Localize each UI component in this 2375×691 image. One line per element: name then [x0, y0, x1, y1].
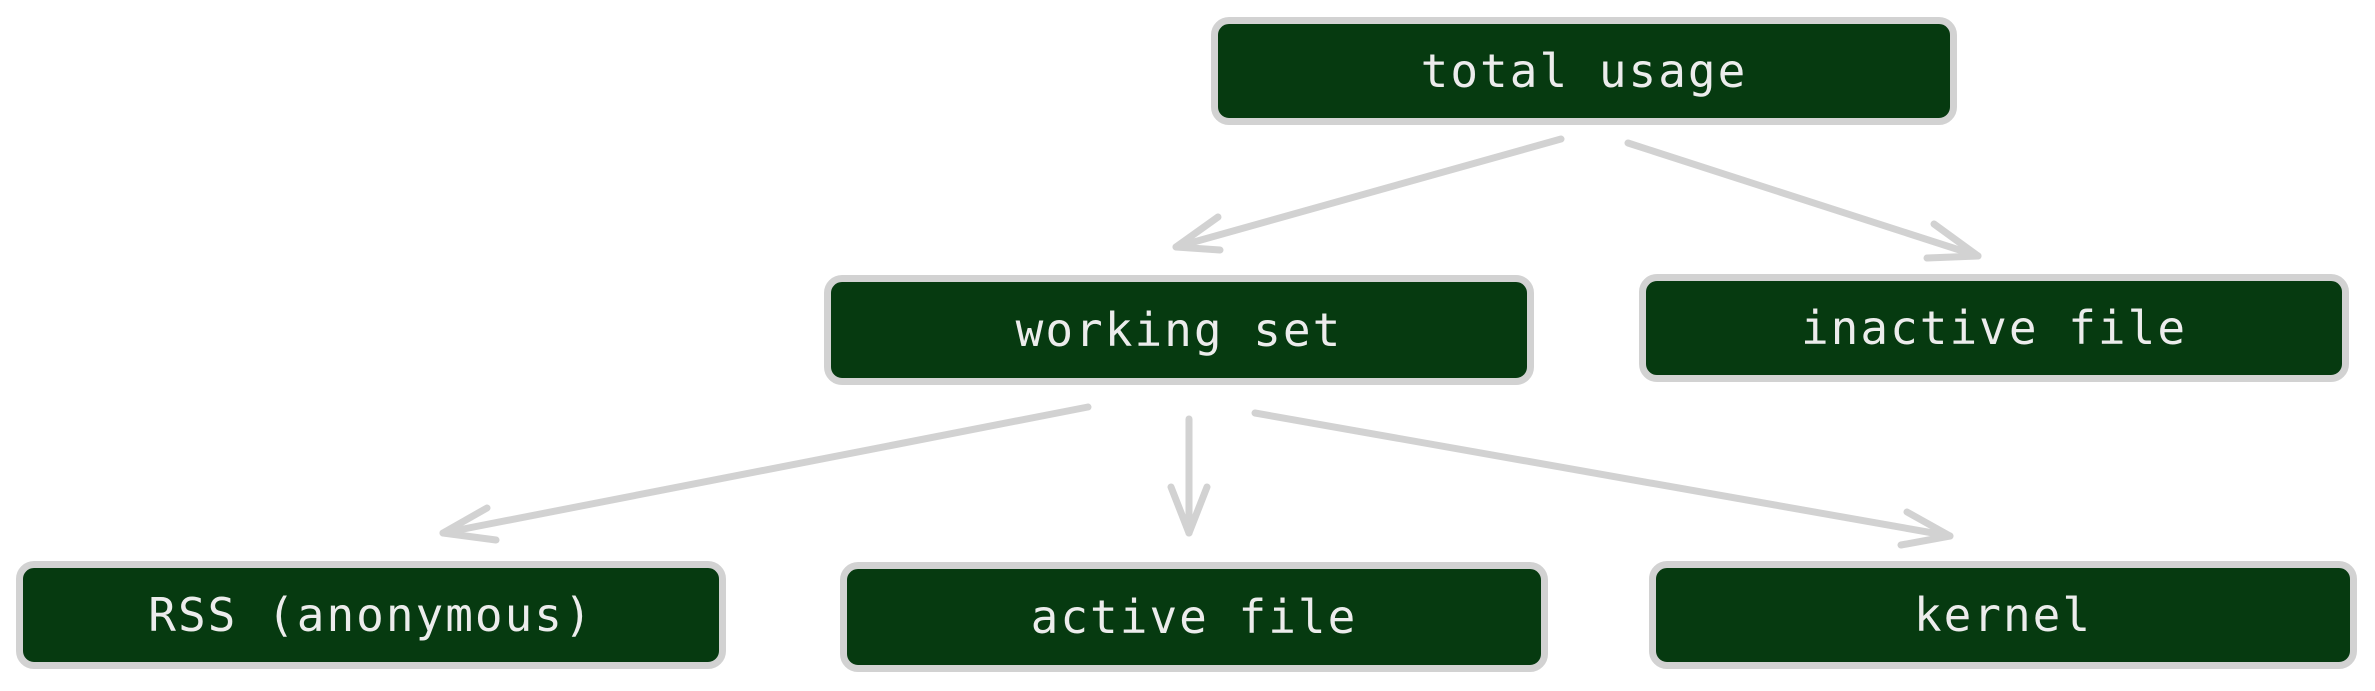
node-active-file-label: active file: [1030, 590, 1358, 644]
node-rss-anonymous: RSS (anonymous): [16, 561, 726, 669]
node-inactive-file-label: inactive file: [1800, 301, 2188, 355]
edge-total-usage-to-working-set: [1172, 135, 1565, 254]
node-rss-anonymous-label: RSS (anonymous): [148, 588, 594, 642]
node-working-set-label: working set: [1015, 303, 1343, 357]
node-total-usage: total usage: [1211, 17, 1957, 125]
edge-working-set-to-kernel: [1251, 409, 1954, 549]
node-inactive-file: inactive file: [1639, 274, 2349, 382]
node-active-file: active file: [840, 562, 1548, 672]
edge-total-usage-to-inactive-file: [1624, 139, 1982, 262]
node-total-usage-label: total usage: [1420, 44, 1748, 98]
edge-working-set-to-active-file: [1167, 415, 1211, 537]
node-kernel: kernel: [1649, 561, 2357, 669]
node-kernel-label: kernel: [1913, 588, 2093, 642]
node-working-set: working set: [824, 275, 1534, 385]
edge-working-set-to-rss: [439, 403, 1092, 544]
